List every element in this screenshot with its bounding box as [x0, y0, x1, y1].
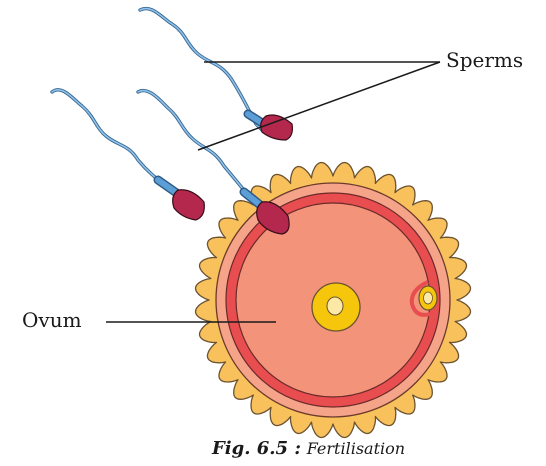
- figure-number: Fig. 6.5 :: [212, 438, 301, 459]
- sperm-1-head: [260, 114, 293, 141]
- polar-body-inner: [423, 291, 433, 305]
- sperm-1: [138, 6, 293, 141]
- polar-body-notch: [409, 280, 431, 317]
- sperm-3: [136, 88, 290, 235]
- figure-title: Fertilisation: [306, 439, 406, 458]
- sperm-2-head: [172, 189, 205, 221]
- ovum-label: Ovum: [22, 308, 82, 332]
- sperm-2: [50, 88, 205, 221]
- figure-caption: Fig. 6.5 : Fertilisation: [212, 438, 405, 459]
- sperms-label: Sperms: [446, 48, 524, 72]
- sperms-leader-2: [197, 61, 441, 151]
- nucleolus: [326, 296, 344, 316]
- sperm-3-head: [256, 201, 290, 235]
- sperm-3-tail: [136, 88, 254, 202]
